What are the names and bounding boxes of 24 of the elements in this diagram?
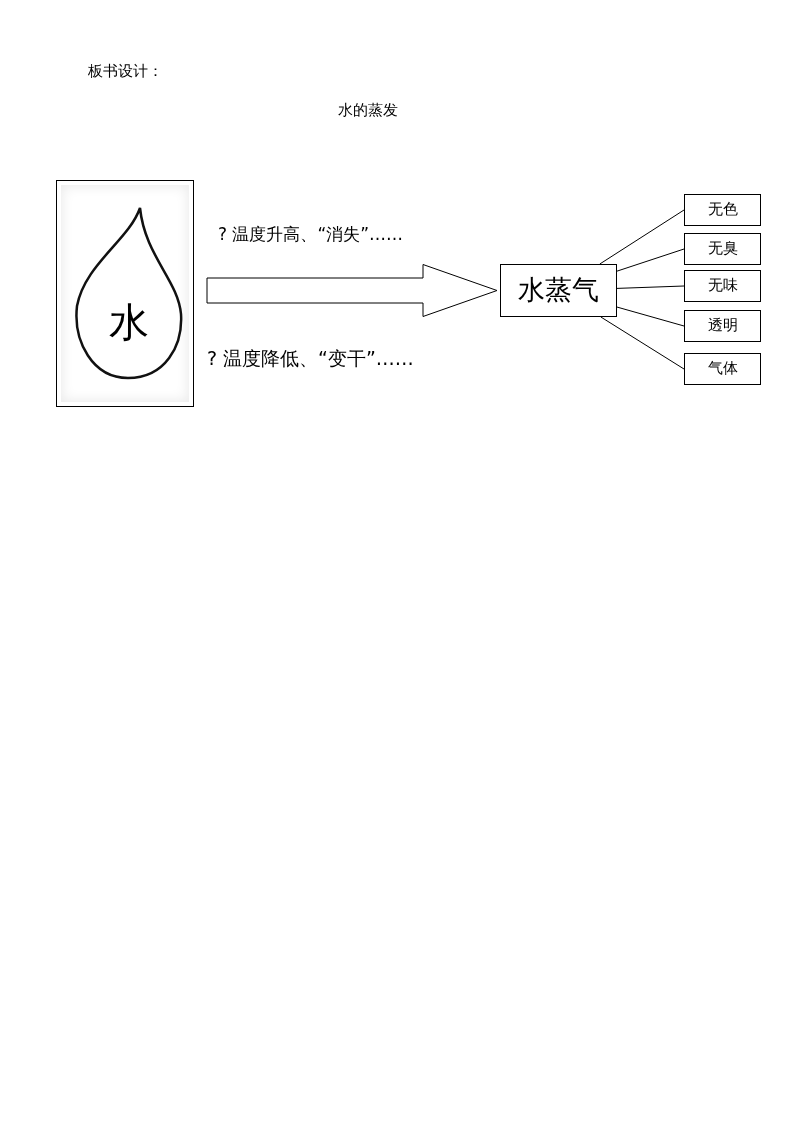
node-label: 气体 (707, 360, 738, 378)
connector-line (616, 248, 685, 272)
connector-line (616, 285, 685, 289)
node-box (684, 233, 761, 265)
connector-line (600, 316, 685, 370)
board-heading: 板书设计： (88, 62, 163, 80)
node-box (684, 194, 761, 226)
node-box (684, 353, 761, 385)
node-label: 无臭 (707, 240, 738, 258)
node-label: 无色 (707, 201, 738, 219)
node-box (500, 264, 617, 317)
node-box (684, 270, 761, 302)
node-label: 无味 (707, 277, 738, 295)
picture-frame (56, 180, 194, 407)
question-text: ? 温度降低、“变干”…… (207, 347, 414, 370)
diagram-title: 水的蒸发 (338, 101, 398, 119)
node-label: 水蒸气 (518, 274, 599, 306)
connector-line (599, 209, 685, 265)
question-text: ? 温度升高、“消失”…… (218, 224, 404, 245)
connector-line (616, 306, 685, 327)
drop-label: 水 (108, 300, 150, 346)
node-box (684, 310, 761, 342)
block-arrow (206, 264, 498, 317)
node-label: 透明 (707, 317, 738, 335)
